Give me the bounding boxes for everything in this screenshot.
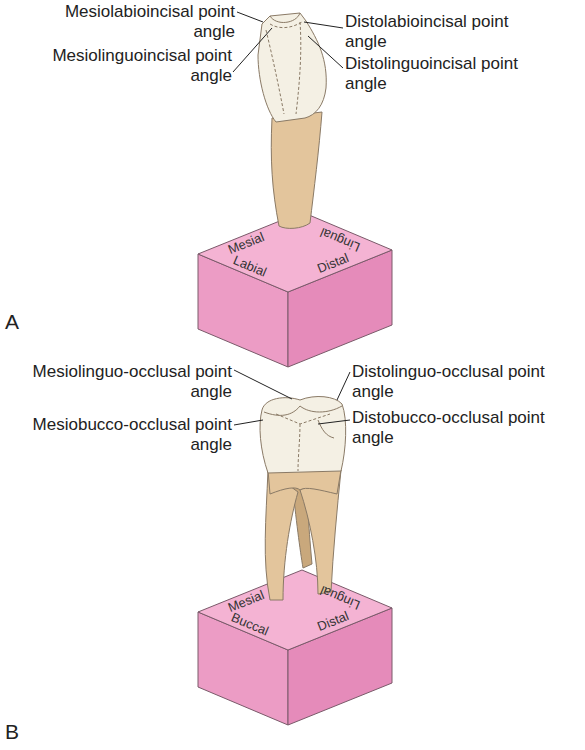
leader-line [234, 420, 263, 425]
leader-line [308, 36, 343, 68]
point-angle-label: Mesiolinguoincisal point angle [28, 46, 232, 86]
point-angle-label: Mesiolinguo-occlusal point angle [28, 362, 232, 402]
molar-tooth [260, 397, 346, 600]
leader-line [237, 12, 263, 22]
point-angle-label: Distobucco-occlusal point angle [352, 408, 556, 448]
leader-lines-a [233, 12, 343, 72]
occlusal-outline [264, 406, 342, 415]
leader-line [234, 370, 292, 399]
leader-line [304, 22, 343, 28]
point-angle-label: Mesiobucco-occlusal point angle [28, 415, 232, 455]
tooth-crown [258, 13, 326, 122]
panel-letter: A [5, 310, 19, 334]
leader-lines-b [234, 370, 350, 425]
leader-line [233, 28, 272, 72]
cube-top-face [198, 570, 392, 650]
incisal-edge [270, 13, 300, 22]
occlusal-groove [276, 414, 330, 424]
point-angle-label: Distolinguoincisal point angle [345, 54, 549, 94]
root-trunk [268, 470, 341, 494]
leader-line [318, 420, 350, 424]
buccal-groove [298, 424, 300, 471]
tooth-crown [260, 397, 346, 473]
hidden-edge [296, 22, 301, 114]
tooth-root [271, 112, 322, 228]
point-angle-label: Mesiolabioincisal point angle [31, 2, 235, 42]
point-angle-label: Distolabioincisal point angle [345, 12, 549, 52]
hidden-edge [266, 30, 284, 114]
cube-a [198, 212, 392, 367]
panel-letter: B [5, 720, 19, 744]
incisor-tooth [258, 13, 326, 228]
leader-line [337, 372, 350, 400]
point-angle-label: Distolinguo-occlusal point angle [352, 362, 556, 402]
cube-b [198, 570, 392, 725]
